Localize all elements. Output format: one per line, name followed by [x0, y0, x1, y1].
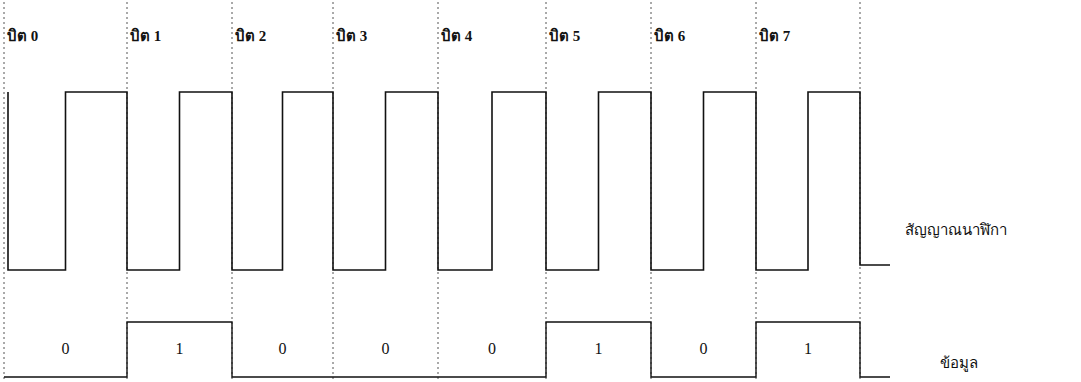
- data-bit-value: 1: [595, 340, 603, 358]
- data-bit-value: 0: [488, 340, 496, 358]
- bit-label: บิต 4: [441, 28, 472, 45]
- data-bit-value: 1: [804, 340, 812, 358]
- bit-label: บิต 1: [130, 28, 161, 45]
- clock-waveform: [8, 92, 890, 270]
- bit-label: บิต 7: [759, 28, 790, 45]
- data-bit-value: 0: [279, 340, 287, 358]
- data-bit-value: 0: [700, 340, 708, 358]
- bit-boundary: [4, 2, 5, 380]
- bit-label: บิต 5: [549, 28, 580, 45]
- data-bit-value: 0: [62, 340, 70, 358]
- signal-name: สัญญาณนาฬิกา: [905, 222, 1007, 239]
- bit-label: บิต 3: [336, 28, 367, 45]
- bit-label: บิต 6: [654, 28, 685, 45]
- data-bit-value: 0: [382, 340, 390, 358]
- bit-label: บิต 0: [7, 28, 38, 45]
- data-waveform: [4, 322, 890, 377]
- signal-name: ข้อมูล: [940, 355, 978, 372]
- data-bit-value: 1: [176, 340, 184, 358]
- bit-label: บิต 2: [235, 28, 266, 45]
